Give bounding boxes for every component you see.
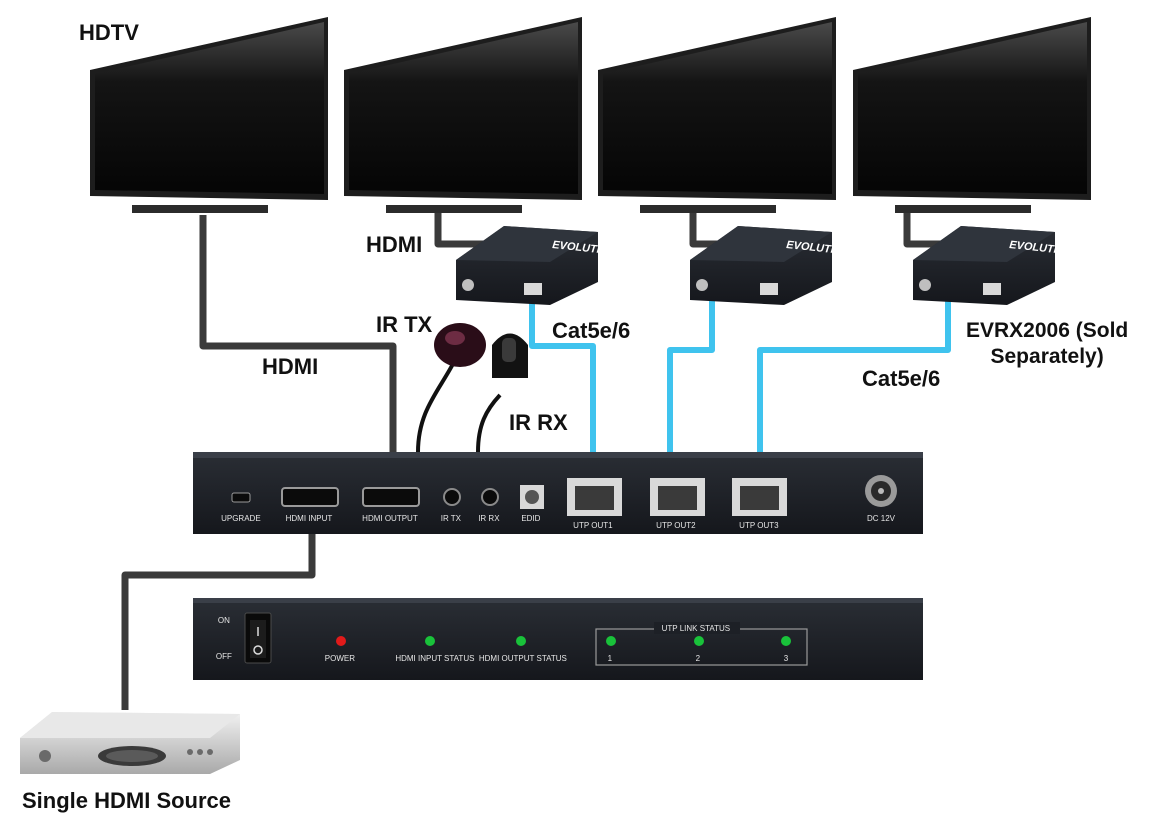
ir-rx-cable bbox=[476, 393, 502, 453]
port-label-ir-tx: IR TX bbox=[441, 514, 462, 523]
port-label-utp-out3: UTP OUT3 bbox=[739, 521, 779, 530]
utp-led-2 bbox=[694, 636, 704, 646]
ir-cables bbox=[416, 359, 502, 453]
receiver-model-line1: EVRX2006 (Sold bbox=[966, 319, 1129, 342]
port-label-utp-out2: UTP OUT2 bbox=[656, 521, 696, 530]
hdmi-cables bbox=[121, 212, 957, 710]
port-label-dc: DC 12V bbox=[867, 514, 896, 523]
port-label-ir-rx: IR RX bbox=[478, 514, 500, 523]
hdmi-output-status-label: HDMI OUTPUT STATUS bbox=[479, 654, 567, 663]
receiver-model-label: EVRX2006 (Sold Separately) bbox=[966, 318, 1128, 370]
ir-rx-sensor bbox=[492, 333, 528, 378]
utp-led-3 bbox=[781, 636, 791, 646]
rear-panel: UPGRADE HDMI INPUT HDMI OUTPUT IR TX IR … bbox=[193, 452, 923, 534]
utp-number-2: 2 bbox=[696, 654, 701, 663]
hdmi-cable-tv1 bbox=[199, 215, 397, 452]
receiver-model-line2: Separately) bbox=[990, 345, 1104, 368]
switch-on-label: ON bbox=[218, 616, 230, 625]
port-label-edid: EDID bbox=[521, 514, 540, 523]
hdmi-output-led bbox=[516, 636, 526, 646]
hdtv-label: HDTV bbox=[79, 20, 139, 45]
hdtv-1 bbox=[90, 17, 328, 213]
power-label: POWER bbox=[325, 654, 355, 663]
port-label-hdmi-input: HDMI INPUT bbox=[286, 514, 333, 523]
receiver-2: EVOLUTION bbox=[690, 226, 852, 305]
cat-cables bbox=[529, 298, 951, 452]
power-led bbox=[336, 636, 346, 646]
hdmi-input-led bbox=[425, 636, 435, 646]
ir-tx-label: IR TX bbox=[376, 312, 433, 337]
utp-led-1 bbox=[606, 636, 616, 646]
front-panel: ON OFF POWER HDMI INPUT STATUS HDMI OUTP… bbox=[193, 598, 923, 680]
cat-cable-out1 bbox=[529, 298, 596, 452]
svg-text:ON OFF POWER: ON OFF POWER HDMI INPUT STATUS HDMI OUTP… bbox=[216, 616, 789, 663]
hdtv-2 bbox=[344, 17, 582, 213]
hdmi-cable-source bbox=[121, 525, 316, 710]
hdtv-4 bbox=[853, 17, 1091, 213]
cat-cable-out3 bbox=[757, 298, 951, 452]
cat-cable-label-right: Cat5e/6 bbox=[862, 366, 941, 391]
port-label-upgrade: UPGRADE bbox=[221, 514, 261, 523]
hdmi-input-status-label: HDMI INPUT STATUS bbox=[395, 654, 474, 663]
hdmi-label-splitter: HDMI bbox=[262, 354, 319, 379]
switch-off-label: OFF bbox=[216, 652, 232, 661]
source-label: Single HDMI Source bbox=[22, 788, 232, 813]
ir-tx-cable bbox=[416, 359, 457, 453]
port-label-hdmi-output: HDMI OUTPUT bbox=[362, 514, 418, 523]
ir-rx-label: IR RX bbox=[509, 410, 568, 435]
svg-text:UPGRADE HDMI INPUT: UPGRADE HDMI INPUT HDMI OUTPUT IR TX IR … bbox=[221, 514, 896, 530]
port-label-utp-out1: UTP OUT1 bbox=[573, 521, 613, 530]
utp-number-3: 3 bbox=[784, 654, 789, 663]
utp-number-1: 1 bbox=[608, 654, 613, 663]
receiver-1: EVOLUTION bbox=[456, 226, 618, 305]
hdtv-3 bbox=[598, 17, 836, 213]
set-top-box bbox=[20, 712, 240, 774]
cat-cable-out2 bbox=[667, 298, 715, 452]
ir-tx-emitter bbox=[434, 323, 486, 367]
utp-link-status-label: UTP LINK STATUS bbox=[662, 624, 730, 633]
cat-cable-label-left: Cat5e/6 bbox=[552, 318, 631, 343]
hdmi-label-receiver: HDMI bbox=[366, 232, 423, 257]
receiver-3: EVOLUTION bbox=[913, 226, 1075, 305]
